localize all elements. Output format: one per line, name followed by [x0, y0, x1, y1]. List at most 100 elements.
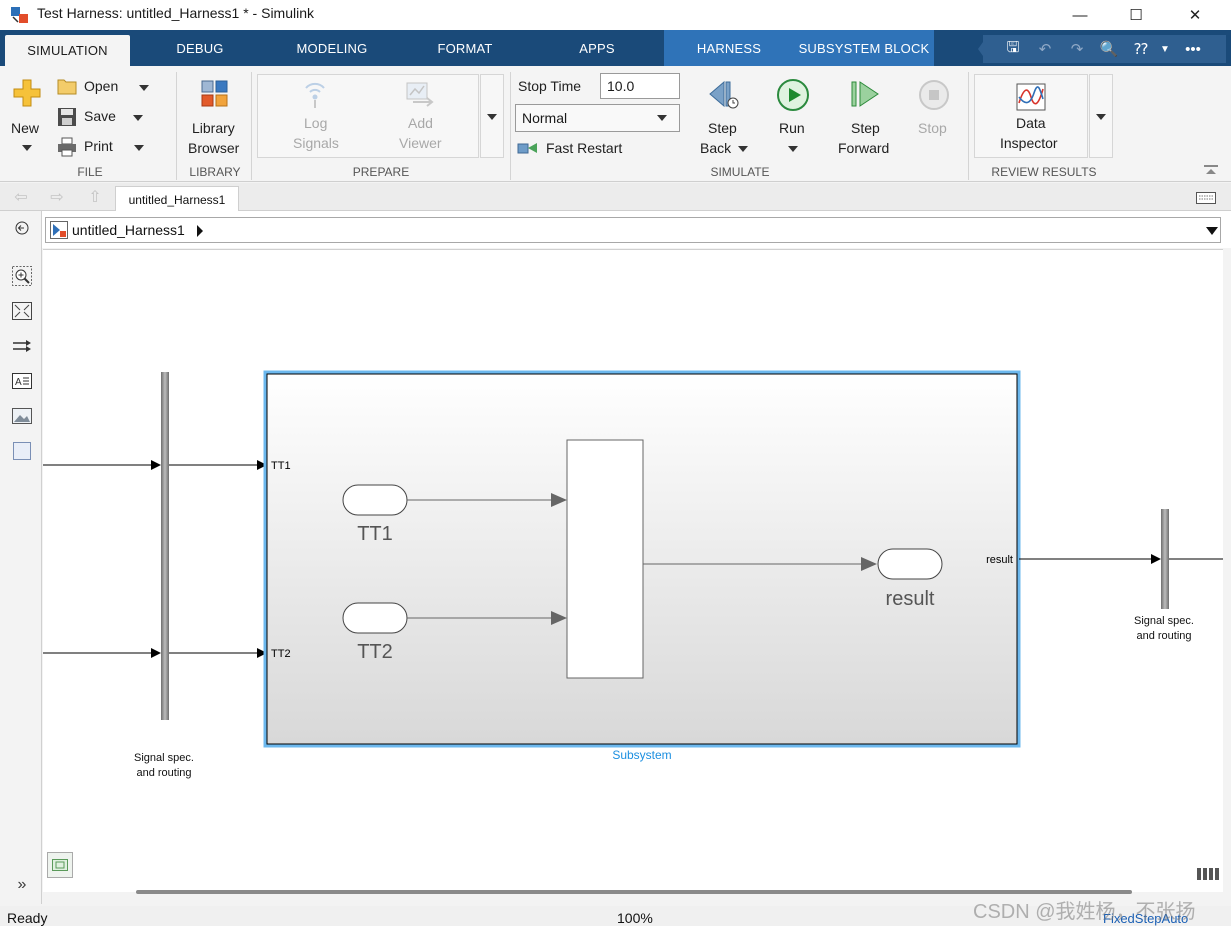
- breadcrumb-item[interactable]: untitled_Harness1: [72, 222, 185, 238]
- fit-to-view-icon[interactable]: [11, 300, 33, 322]
- minimize-button[interactable]: —: [1072, 6, 1088, 24]
- model-browser-toggle[interactable]: [47, 852, 73, 878]
- prepare-expand-caret[interactable]: [487, 114, 497, 120]
- print-icon: [58, 137, 76, 157]
- model-canvas[interactable]: Signal spec. and routing TT1 TT2 result …: [43, 249, 1223, 892]
- group-label-prepare: PREPARE: [352, 165, 410, 179]
- stop-time-input[interactable]: 10.0: [600, 73, 680, 99]
- step-forward-icon: [851, 81, 879, 107]
- model-icon: [50, 221, 68, 239]
- goto-block-result[interactable]: [877, 548, 943, 580]
- subsystem-port-tt2: TT2: [271, 648, 291, 660]
- save-dropdown-caret[interactable]: [133, 115, 143, 121]
- print-button[interactable]: Print: [84, 138, 113, 154]
- simulink-app-icon: [11, 7, 28, 23]
- zoom-level[interactable]: 100%: [617, 910, 653, 926]
- step-back-dropdown-caret[interactable]: [738, 146, 748, 152]
- solver-link[interactable]: FixedStepAuto: [1103, 911, 1189, 926]
- stop-time-label: Stop Time: [518, 78, 582, 94]
- arrowhead: [151, 648, 161, 658]
- hide-explorer-icon[interactable]: [11, 217, 33, 239]
- help-icon[interactable]: ⁇: [1134, 41, 1148, 58]
- left-block-label-2: and routing: [136, 767, 191, 779]
- window-title: Test Harness: untitled_Harness1 * - Simu…: [37, 5, 315, 21]
- review-expand-caret[interactable]: [1096, 114, 1106, 120]
- tab-debug[interactable]: DEBUG: [176, 40, 224, 56]
- keyboard-icon[interactable]: [1196, 192, 1216, 204]
- arrowhead: [257, 460, 267, 470]
- fast-restart-icon: [517, 143, 537, 154]
- new-button-label[interactable]: New: [11, 120, 40, 136]
- mode-dropdown-caret[interactable]: [657, 115, 667, 121]
- data-inspector-label-2[interactable]: Inspector: [1000, 135, 1058, 151]
- tab-harness[interactable]: HARNESS: [664, 30, 794, 66]
- tab-subsystem-block[interactable]: SUBSYSTEM BLOCK: [794, 30, 934, 66]
- tab-format[interactable]: FORMAT: [437, 40, 493, 56]
- redo-icon[interactable]: ↷: [1070, 41, 1084, 58]
- from-block-tt1-label: TT1: [357, 523, 393, 545]
- arrowhead: [1151, 554, 1161, 564]
- step-forward-label-2[interactable]: Forward: [838, 140, 890, 156]
- forward-arrow-icon[interactable]: ⇨: [50, 189, 64, 206]
- step-back-icon: [709, 80, 739, 109]
- more-icon[interactable]: •••: [1185, 40, 1201, 58]
- maximize-button[interactable]: ☐: [1129, 7, 1143, 24]
- library-browser-label-2[interactable]: Browser: [188, 140, 240, 156]
- grip-icon[interactable]: [1197, 868, 1219, 880]
- breadcrumb-chevron-icon[interactable]: [196, 225, 204, 237]
- group-label-file: FILE: [77, 165, 103, 179]
- arrowhead: [551, 611, 567, 625]
- step-back-label-1[interactable]: Step: [708, 120, 737, 136]
- expand-palette-icon[interactable]: »: [17, 876, 27, 893]
- close-button[interactable]: ✕: [1188, 7, 1202, 24]
- svg-text:A: A: [15, 377, 22, 388]
- ribbon-tab-strip: SIMULATION DEBUG MODELING FORMAT APPS HA…: [0, 30, 1231, 66]
- separator: [510, 72, 511, 180]
- annotation-icon[interactable]: A: [11, 370, 33, 392]
- right-block-label-1: Signal spec.: [1134, 615, 1194, 627]
- library-browser-label-1[interactable]: Library: [192, 120, 235, 136]
- simulation-mode-select[interactable]: Normal: [515, 104, 680, 132]
- horizontal-scrollbar[interactable]: [136, 890, 1132, 894]
- area-icon[interactable]: [11, 440, 33, 462]
- chevron-down-icon[interactable]: ▼: [1160, 43, 1170, 55]
- ribbon: New Open Save Print FILE Lib: [0, 66, 1231, 182]
- tab-simulation[interactable]: SIMULATION: [5, 35, 130, 66]
- new-dropdown-caret[interactable]: [22, 145, 32, 151]
- search-icon[interactable]: 🔍: [1099, 41, 1119, 58]
- open-button[interactable]: Open: [84, 78, 119, 94]
- add-viewer-label-1: Add: [408, 115, 433, 131]
- run-button-label[interactable]: Run: [779, 120, 805, 136]
- collapse-ribbon-icon[interactable]: [1203, 164, 1219, 176]
- zoom-in-icon[interactable]: [11, 265, 33, 287]
- image-icon[interactable]: [11, 405, 33, 427]
- tab-apps[interactable]: APPS: [579, 40, 615, 56]
- undo-icon[interactable]: ↶: [1038, 41, 1052, 58]
- chevron-down-icon[interactable]: [1206, 227, 1218, 235]
- print-dropdown-caret[interactable]: [134, 145, 144, 151]
- save-button[interactable]: Save: [84, 108, 116, 124]
- from-block-tt2[interactable]: [342, 602, 408, 634]
- signal-routing-icon[interactable]: [11, 335, 33, 357]
- back-arrow-icon[interactable]: ⇦: [14, 189, 28, 206]
- log-signals-icon: [305, 82, 325, 108]
- run-dropdown-caret[interactable]: [788, 146, 798, 152]
- open-dropdown-caret[interactable]: [139, 85, 149, 91]
- up-arrow-icon[interactable]: ⇧: [88, 189, 102, 206]
- model-tab[interactable]: untitled_Harness1: [115, 186, 239, 212]
- title-bar: Test Harness: untitled_Harness1 * - Simu…: [0, 0, 1231, 30]
- from-block-tt1[interactable]: [342, 484, 408, 516]
- left-signal-spec-block[interactable]: [161, 372, 169, 720]
- step-back-label-2[interactable]: Back: [700, 140, 732, 156]
- block-diagram[interactable]: Signal spec. and routing TT1 TT2 result …: [43, 250, 1223, 893]
- step-forward-label-1[interactable]: Step: [851, 120, 880, 136]
- data-inspector-label-1[interactable]: Data: [1016, 115, 1046, 131]
- breadcrumb[interactable]: untitled_Harness1: [45, 217, 1221, 243]
- inner-function-block[interactable]: [566, 439, 644, 679]
- log-signals-label-1: Log: [304, 115, 328, 131]
- fast-restart-button[interactable]: Fast Restart: [546, 140, 623, 156]
- right-signal-spec-block[interactable]: [1161, 509, 1169, 609]
- save-icon[interactable]: 🖫: [1006, 38, 1020, 56]
- arrowhead: [551, 493, 567, 507]
- tab-modeling[interactable]: MODELING: [296, 40, 368, 56]
